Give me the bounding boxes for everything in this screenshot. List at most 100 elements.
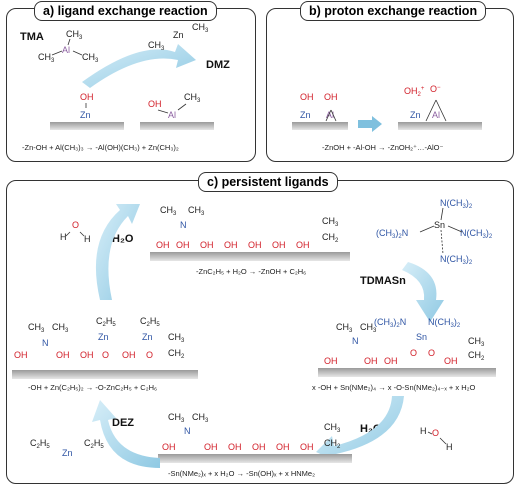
- svg-text:CH3: CH3: [324, 422, 341, 434]
- svg-text:CH3: CH3: [188, 205, 205, 217]
- svg-text:OH2+: OH2+: [404, 86, 425, 98]
- svg-text:OH: OH: [56, 350, 70, 360]
- surface-bottom: CH3 CH3 N OH OH OH OH OH OH CH3 CH2: [158, 412, 352, 463]
- svg-text:OH: OH: [276, 442, 290, 452]
- svg-text:OH: OH: [14, 350, 28, 360]
- svg-text:CH3: CH3: [168, 412, 185, 424]
- surface-left: C2H5 C2H5 Zn Zn CH3 CH3 N OH OH OH O OH …: [12, 316, 198, 379]
- svg-text:CH3: CH3: [192, 412, 209, 424]
- svg-text:Sn: Sn: [416, 332, 427, 342]
- svg-text:C2H5: C2H5: [84, 438, 104, 450]
- surface-b-right: OH2+ O− Zn Al: [398, 84, 482, 130]
- svg-text:Zn: Zn: [98, 332, 109, 342]
- equation-b: -ZnOH + -Al-OH → -ZnOH₂⁺…-AlO⁻: [322, 143, 443, 152]
- svg-text:CH3: CH3: [184, 92, 201, 104]
- equation-left: -OH + Zn(C₂H₅)₂ → -O-ZnC₂H₅ + C₂H₆: [28, 383, 157, 392]
- svg-text:O: O: [432, 428, 439, 438]
- surface-top: CH3 CH3 N OH OH OH OH OH OH OH CH3 CH2: [150, 205, 350, 261]
- svg-text:Al: Al: [326, 110, 334, 120]
- svg-text:Al: Al: [62, 45, 70, 55]
- svg-text:H: H: [420, 426, 427, 436]
- svg-text:OH: OH: [272, 240, 286, 250]
- svg-text:C2H5: C2H5: [30, 438, 50, 450]
- panel-b-title: b) proton exchange reaction: [300, 1, 487, 21]
- svg-text:OH: OH: [80, 350, 94, 360]
- svg-text:CH3: CH3: [28, 322, 45, 334]
- surface-a-left: OH Zn: [50, 92, 124, 130]
- svg-text:Zn: Zn: [300, 110, 311, 120]
- svg-text:N: N: [352, 336, 359, 346]
- svg-text:O: O: [102, 350, 109, 360]
- svg-text:O: O: [72, 220, 79, 230]
- dez-molecule: C2H5 Zn C2H5: [30, 438, 104, 458]
- svg-text:CH3: CH3: [468, 336, 485, 348]
- svg-text:O: O: [428, 348, 435, 358]
- svg-text:N(CH3)2: N(CH3)2: [440, 198, 473, 210]
- svg-text:N(CH3)2: N(CH3)2: [460, 228, 493, 240]
- svg-text:OH: OH: [228, 442, 242, 452]
- svg-text:OH: OH: [444, 356, 458, 366]
- svg-text:OH: OH: [248, 240, 262, 250]
- svg-text:OH: OH: [384, 356, 398, 366]
- svg-text:CH3: CH3: [38, 52, 55, 64]
- svg-text:CH2: CH2: [168, 348, 185, 360]
- svg-text:H: H: [84, 234, 91, 244]
- svg-text:OH: OH: [300, 442, 314, 452]
- tdmasn-molecule: N(CH3)2 Sn (CH3)2N N(CH3)2 N(CH3)2: [376, 198, 493, 266]
- svg-text:H: H: [446, 442, 453, 452]
- svg-text:(CH3)2N: (CH3)2N: [376, 228, 408, 240]
- svg-text:OH: OH: [122, 350, 136, 360]
- svg-text:CH2: CH2: [324, 438, 341, 450]
- svg-text:OH: OH: [148, 99, 162, 109]
- tma-molecule: Al CH3 CH3 CH3: [38, 29, 99, 64]
- arrow-bottom-left: [92, 400, 160, 468]
- svg-text:N(CH3)2: N(CH3)2: [440, 254, 473, 266]
- svg-text:CH3: CH3: [52, 322, 69, 334]
- svg-text:O: O: [146, 350, 153, 360]
- svg-text:H: H: [60, 232, 67, 242]
- svg-text:Zn: Zn: [80, 110, 91, 120]
- svg-text:N: N: [184, 426, 191, 436]
- svg-text:OH: OH: [162, 442, 176, 452]
- tdmasn-label: TDMASn: [360, 275, 406, 287]
- panel-proton-exchange: [266, 8, 514, 162]
- svg-text:OH: OH: [324, 356, 338, 366]
- svg-text:N(CH3)2: N(CH3)2: [428, 317, 461, 329]
- arrow-left-up: [95, 204, 140, 300]
- svg-text:OH: OH: [324, 92, 338, 102]
- arrow-right-down: [402, 262, 444, 322]
- svg-text:OH: OH: [364, 356, 378, 366]
- svg-text:OH: OH: [176, 240, 190, 250]
- panel-persistent-ligands: [6, 180, 514, 484]
- svg-text:Al: Al: [168, 110, 176, 120]
- svg-text:N: N: [42, 338, 49, 348]
- panel-a-title: a) ligand exchange reaction: [34, 1, 217, 21]
- svg-text:OH: OH: [204, 442, 218, 452]
- panel-c-title: c) persistent ligands: [198, 172, 338, 192]
- svg-text:CH2: CH2: [322, 232, 339, 244]
- svg-text:OH: OH: [200, 240, 214, 250]
- equation-right: x -OH + Sn(NMe₂)₄ → x -O-Sn(NMe₂)₄₋ₓ + x…: [312, 383, 476, 392]
- svg-text:Zn: Zn: [62, 448, 73, 458]
- tma-label: TMA: [20, 31, 44, 43]
- svg-text:CH3: CH3: [148, 40, 165, 52]
- svg-text:CH3: CH3: [322, 216, 339, 228]
- svg-text:OH: OH: [300, 92, 314, 102]
- water-molecule-bottom: O H H: [420, 426, 453, 452]
- panel-ligand-exchange: [6, 8, 256, 162]
- arrow-b: [358, 116, 382, 132]
- svg-text:CH3: CH3: [360, 322, 377, 334]
- h2o-label-top: H₂O: [112, 233, 134, 245]
- equation-bottom: -Sn(NMe₂)ₓ + x H₂O → -Sn(OH)ₓ + x HNMe₂: [168, 469, 315, 478]
- svg-text:Zn: Zn: [173, 30, 184, 40]
- svg-text:OH: OH: [156, 240, 170, 250]
- svg-text:Sn: Sn: [434, 220, 445, 230]
- surface-a-right: OH Al CH3: [140, 92, 214, 130]
- water-molecule-top: O H H: [60, 220, 91, 244]
- svg-text:(CH3)2N: (CH3)2N: [374, 317, 406, 329]
- svg-text:C2H5: C2H5: [96, 316, 116, 328]
- surface-b-left: OH Zn OH Al: [292, 92, 348, 130]
- svg-text:OH: OH: [252, 442, 266, 452]
- svg-text:O−: O−: [430, 84, 441, 94]
